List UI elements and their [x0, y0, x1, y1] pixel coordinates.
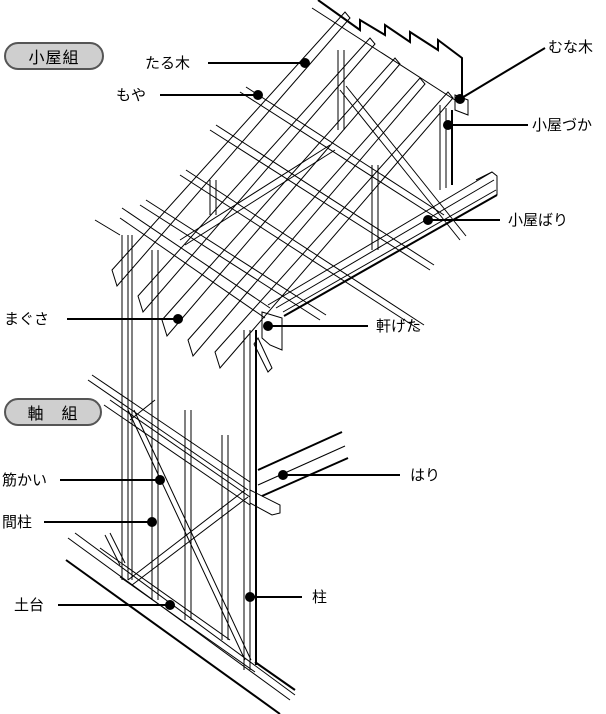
label-beam: はり	[410, 466, 441, 484]
label-stud: 間柱	[2, 513, 33, 531]
label-roof-beam: 小屋ばり	[508, 211, 569, 229]
eaves-girder	[253, 311, 283, 373]
leader-rafter	[208, 58, 310, 68]
leader-roof-beam	[423, 215, 500, 225]
leader-sill	[58, 600, 175, 610]
label-column: 柱	[312, 588, 328, 606]
label-purlin: もや	[116, 86, 147, 104]
leader-ridge-beam	[455, 47, 546, 104]
tie-beams	[87, 374, 251, 506]
label-sill: 土台	[14, 596, 45, 614]
label-eaves-girder: 軒げた	[376, 317, 422, 335]
rafters	[111, 11, 454, 370]
leader-brace	[60, 475, 165, 485]
leader-column	[245, 592, 302, 602]
label-ridge-beam: むな木	[548, 38, 594, 56]
section-badge-roof-frame: 小屋組	[4, 42, 104, 70]
beam	[249, 431, 349, 516]
label-brace: 筋かい	[2, 471, 48, 489]
leader-roof-strut	[443, 120, 528, 130]
roof-bracing	[179, 85, 467, 246]
leader-fascia	[67, 314, 183, 324]
label-fascia: まぐさ	[4, 310, 50, 328]
section-badge-wall-frame: 軸 組	[4, 398, 102, 426]
leader-beam	[278, 470, 400, 480]
leader-stud	[44, 517, 157, 527]
label-rafter: たる木	[145, 54, 191, 72]
purlins	[139, 86, 445, 331]
leader-purlin	[160, 90, 263, 100]
braces	[104, 409, 252, 661]
leader-eaves-girder	[263, 321, 368, 331]
label-roof-strut: 小屋づか	[532, 116, 593, 134]
